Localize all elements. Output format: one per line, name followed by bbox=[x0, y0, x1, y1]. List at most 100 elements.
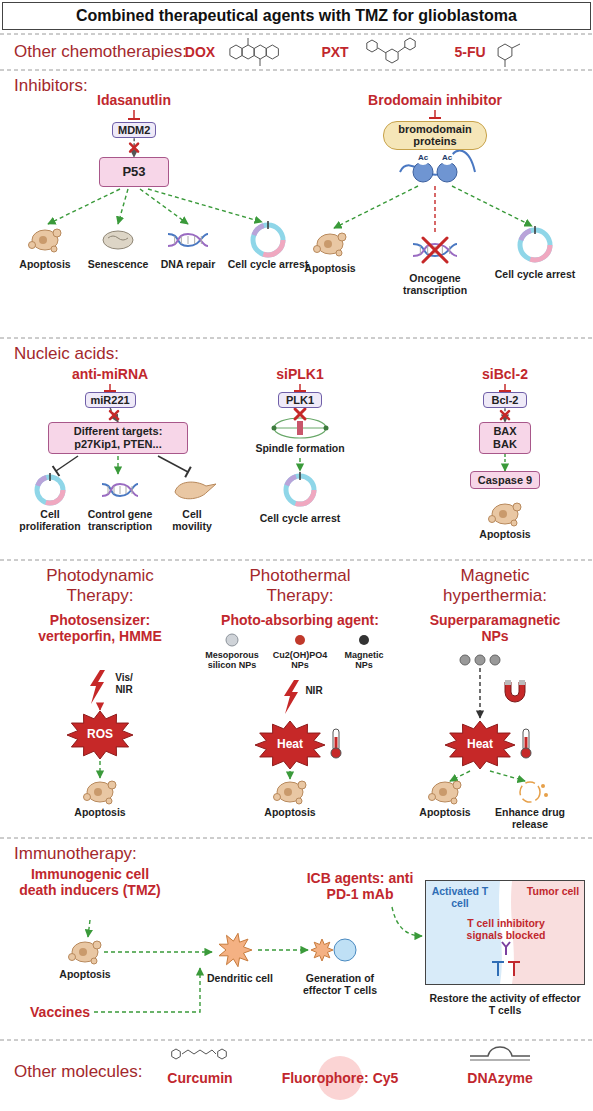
molecule-bond bbox=[378, 48, 386, 53]
effect-label: Apoptosis bbox=[55, 968, 115, 980]
dashed-arrow bbox=[452, 186, 532, 226]
red-cross bbox=[501, 411, 509, 419]
dashed-arrow bbox=[117, 456, 118, 474]
apoptotic-bleb bbox=[451, 798, 457, 804]
apoptotic-bleb bbox=[53, 229, 61, 237]
magnet-pole bbox=[505, 680, 511, 685]
cell-cycle bbox=[286, 476, 314, 504]
molecule-ring bbox=[405, 38, 415, 50]
node-text: P53 bbox=[122, 165, 145, 180]
therapy-heading: Photodynamic Therapy: bbox=[25, 566, 175, 605]
agent-name: Brodomain inhibitor bbox=[350, 92, 520, 108]
section-heading: Nucleic acids: bbox=[14, 344, 119, 364]
agent-name: Idasanutlin bbox=[74, 92, 194, 108]
cell-nucleus bbox=[284, 788, 292, 796]
node-text: Heat bbox=[277, 738, 303, 752]
pd1-receptor bbox=[497, 962, 499, 976]
molecule-box: BAX BAK bbox=[479, 422, 531, 454]
immune-synapse-box: Activated T cellTumor cellT cell inhibit… bbox=[425, 880, 585, 985]
inhibit-line bbox=[109, 384, 111, 391]
molecule-bond bbox=[505, 60, 506, 67]
node-text: MDM2 bbox=[118, 124, 150, 137]
dna-strand bbox=[168, 234, 208, 246]
inhibit-bar bbox=[128, 118, 140, 120]
red-cross bbox=[501, 411, 509, 419]
dna-rung bbox=[181, 236, 182, 244]
magnet-pole bbox=[519, 680, 525, 685]
effect-label: Cell cycle arrest bbox=[493, 268, 577, 280]
apoptotic-bleb bbox=[489, 516, 496, 523]
agent-name: siPLK1 bbox=[260, 366, 340, 382]
effect-label: Apoptosis bbox=[300, 262, 360, 274]
particle-label: Cu2(OH)PO4 NPs bbox=[269, 650, 331, 671]
starburst bbox=[67, 711, 133, 759]
agent-name: Photosensizer: verteporfin, HMME bbox=[20, 612, 180, 644]
dashed-arrow bbox=[88, 920, 90, 937]
acetyl-tag: Ac bbox=[440, 151, 454, 165]
apoptotic-bleb bbox=[274, 794, 281, 801]
section-divider bbox=[0, 70, 593, 71]
effect-label: DNA repair bbox=[156, 258, 220, 270]
dna-rung bbox=[427, 246, 428, 254]
molecule-box: P53 bbox=[99, 157, 169, 187]
red-cross bbox=[423, 238, 447, 262]
molecule-bond bbox=[512, 44, 520, 48]
agent-name: siBcl-2 bbox=[465, 366, 545, 382]
particle-label: Magnetic NPs bbox=[335, 650, 393, 671]
curcumin-chain bbox=[182, 1050, 216, 1054]
dashed-arrow bbox=[148, 189, 262, 222]
dna-strand bbox=[102, 484, 138, 496]
node-text: Heat bbox=[467, 738, 493, 752]
section-heading: Other molecules: bbox=[14, 1062, 143, 1082]
drug-molecule bbox=[544, 793, 548, 797]
apoptotic-bleb bbox=[513, 503, 521, 511]
effect-label: Enhance drug release bbox=[485, 806, 575, 830]
silica-np bbox=[226, 634, 238, 646]
apoptotic-bleb bbox=[298, 781, 306, 789]
dashed-arrow bbox=[479, 668, 480, 718]
inhibit-line bbox=[504, 384, 506, 391]
apoptotic-bleb bbox=[108, 781, 116, 789]
molecule-ring bbox=[242, 45, 254, 59]
agent-name: Curcumin bbox=[155, 1070, 245, 1086]
section-divider bbox=[0, 560, 593, 561]
agent-name: PXT bbox=[310, 44, 360, 60]
thermometer-bulb bbox=[521, 748, 531, 758]
cycle-tick bbox=[534, 226, 536, 234]
node-text: miR221 bbox=[91, 394, 130, 407]
superparamagnetic-np bbox=[475, 655, 485, 665]
apoptotic-bleb bbox=[338, 233, 346, 241]
red-cross bbox=[423, 238, 447, 262]
dashed-arrow bbox=[48, 189, 120, 224]
section-divider bbox=[0, 1040, 593, 1041]
inhibit-line bbox=[434, 110, 436, 118]
apoptotic-bleb bbox=[453, 781, 461, 789]
dashed-arrow bbox=[99, 761, 100, 778]
molecule-bond bbox=[398, 47, 405, 52]
apoptotic-bleb bbox=[296, 798, 302, 804]
dashed-arrow bbox=[104, 951, 212, 952]
cell-nucleus bbox=[499, 510, 507, 518]
senescent-cell bbox=[103, 231, 133, 249]
section-heading: Inhibitors: bbox=[14, 76, 88, 96]
cell-nucleus bbox=[324, 240, 332, 248]
effect-label: Dendritic cell bbox=[202, 972, 278, 984]
apoptotic-bleb bbox=[429, 794, 436, 801]
node-text: PLK1 bbox=[286, 394, 314, 407]
therapy-heading: Magnetic hyperthermia: bbox=[420, 566, 570, 605]
title-box: Combined therapeutical agents with TMZ f… bbox=[2, 2, 591, 30]
apoptotic-bleb bbox=[69, 954, 76, 961]
red-cross bbox=[110, 411, 118, 419]
effect-label: Control gene transcription bbox=[85, 508, 155, 532]
drug-molecule bbox=[541, 784, 545, 788]
effect-label: Spindle formation bbox=[245, 442, 355, 454]
node-text: Tumor cell bbox=[524, 885, 582, 897]
dendritic-cell bbox=[219, 933, 252, 966]
effect-label: Generation of effector T cells bbox=[288, 972, 392, 996]
node-text: Activated T cell bbox=[429, 885, 491, 909]
agent-name: Vaccines bbox=[25, 1004, 95, 1020]
dna-rung bbox=[201, 236, 202, 244]
cycle-tick bbox=[49, 473, 51, 481]
red-cross bbox=[130, 144, 138, 152]
